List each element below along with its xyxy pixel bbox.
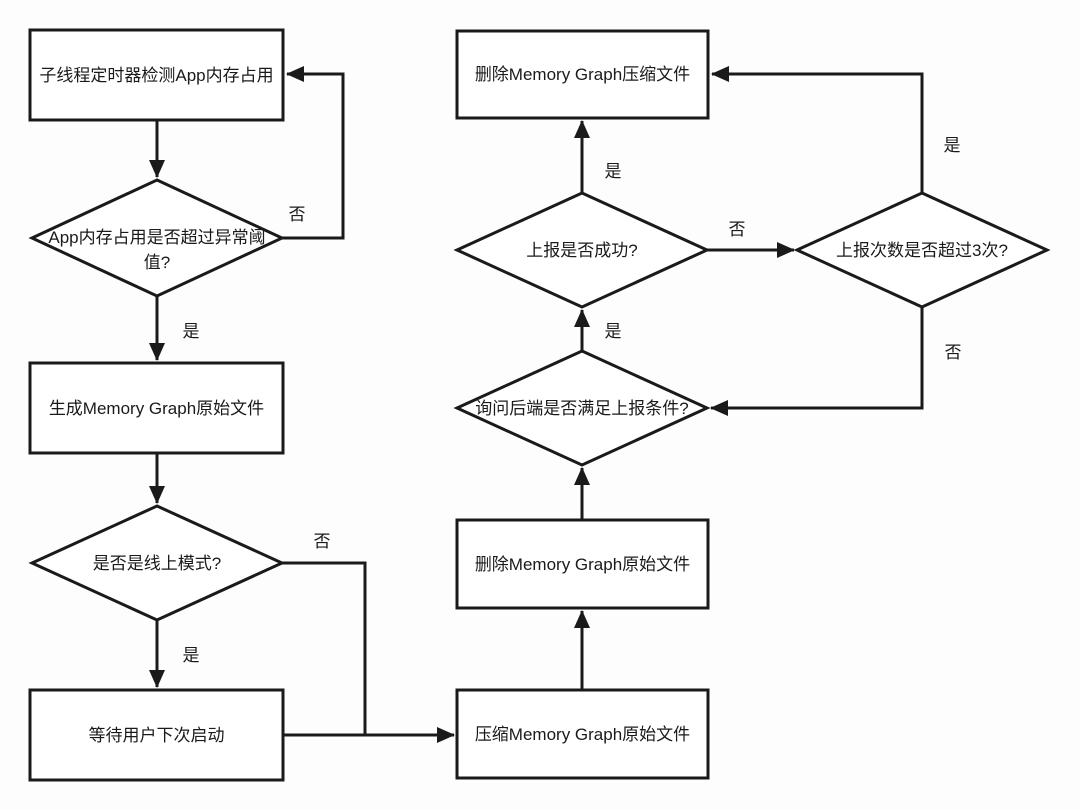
edge-retry-no-to-backend <box>710 307 924 416</box>
edge-label-retry-yes: 是 <box>944 136 961 155</box>
node-label-threshold-line1: App内存占用是否超过异常阈 <box>48 228 265 247</box>
edge-online-no-junction <box>281 561 367 735</box>
node-wait-box <box>28 688 285 782</box>
edge-label-upload-no: 否 <box>729 220 746 239</box>
node-label-upload: 上报是否成功? <box>526 241 637 260</box>
edge-threshold-no-loop-to-detect <box>281 66 345 240</box>
node-threshold-diamond <box>28 178 286 298</box>
node-label-delete-zip: 删除Memory Graph压缩文件 <box>475 65 690 84</box>
node-retry-diamond <box>793 191 1051 309</box>
node-detect-box <box>28 28 285 122</box>
edge-retry-yes-to-delete-zip <box>711 66 924 193</box>
node-compress-box <box>455 688 710 780</box>
node-label-compress: 压缩Memory Graph原始文件 <box>475 725 690 744</box>
edge-label-online-no: 否 <box>314 532 331 551</box>
edge-label-threshold-yes: 是 <box>183 322 200 341</box>
node-label-wait: 等待用户下次启动 <box>89 726 225 745</box>
edge-label-upload-yes: 是 <box>605 162 622 181</box>
node-label-threshold-line2: 值? <box>144 253 170 272</box>
node-upload-diamond <box>453 191 711 309</box>
edge-label-backend-yes: 是 <box>605 322 622 341</box>
node-delete-raw-box <box>455 518 710 610</box>
node-backend-diamond <box>453 349 711 467</box>
node-label-online: 是否是线上模式? <box>93 554 221 573</box>
edge-label-online-yes: 是 <box>183 646 200 665</box>
node-delete-zip-box <box>455 29 710 120</box>
node-label-generate: 生成Memory Graph原始文件 <box>49 399 264 418</box>
edge-label-threshold-no: 否 <box>289 205 306 224</box>
node-generate-box <box>28 361 285 455</box>
node-online-diamond <box>28 504 286 622</box>
node-label-retry: 上报次数是否超过3次? <box>836 241 1008 260</box>
node-label-delete-raw: 删除Memory Graph原始文件 <box>475 555 690 574</box>
node-label-detect: 子线程定时器检测App内存占用 <box>39 66 273 85</box>
node-label-backend: 询问后端是否满足上报条件? <box>475 399 688 418</box>
edge-label-retry-no: 否 <box>945 343 962 362</box>
